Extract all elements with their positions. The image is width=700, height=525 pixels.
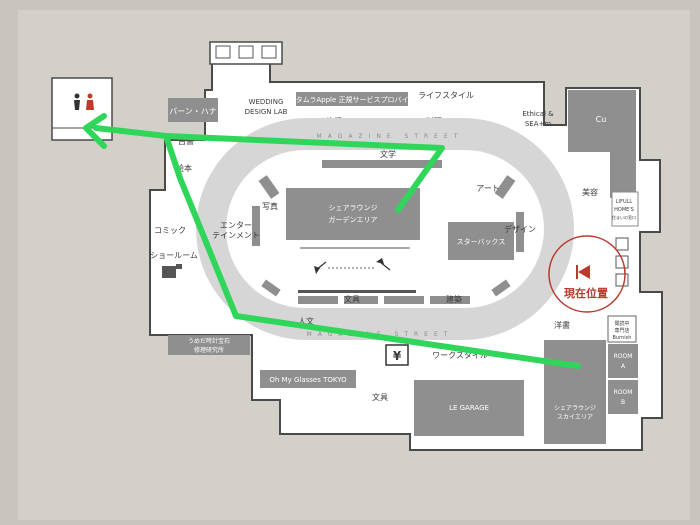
bookshelves (252, 160, 524, 304)
label-cu: Cu (596, 115, 607, 124)
label-workstyle: ワークスタイル (432, 351, 488, 360)
label-bahn-hana: バーン・ハナ (169, 107, 217, 116)
route-path-main (93, 125, 581, 369)
shop-cu (568, 90, 636, 198)
elevator-icons-right (615, 237, 629, 287)
label-lifull-2: HOME'S (614, 207, 634, 213)
lounge-sky (544, 340, 606, 444)
label-burnish: Burnish (613, 335, 632, 341)
label-showroom: ショールーム (150, 251, 198, 260)
label-entertainment-1: エンター (220, 221, 252, 230)
here-arrow-icon (578, 265, 590, 279)
room-a (608, 344, 638, 378)
atm-yen-icon: ¥ (393, 349, 402, 363)
label-literature2: 人文 (298, 316, 314, 326)
chair-icon (162, 264, 182, 278)
current-position-marker: 現在位置 (548, 235, 626, 313)
label-reading-2: 専門店 (614, 327, 629, 334)
elevator-icons (215, 45, 277, 59)
label-wedding: DESIGN LAB (245, 108, 288, 116)
route-path-branch (163, 133, 445, 213)
label-ethical-1: Ethical & (522, 110, 554, 118)
street-label-top: MAGAZINE STREET (317, 133, 464, 140)
label-novel: 文学 (380, 149, 396, 159)
label-le-garage: LE GARAGE (449, 404, 489, 412)
room-b (608, 380, 638, 414)
route-arrow-icon (83, 113, 107, 149)
elevator-icon (215, 45, 231, 59)
shop-reading (607, 315, 637, 343)
label-room-b-1: ROOM (614, 389, 633, 396)
label-architecture: 建築 (446, 294, 462, 304)
route-overlay (83, 113, 581, 369)
elevator-hall (209, 41, 283, 65)
here-circle (548, 235, 626, 313)
shop-bahn-hana (168, 98, 218, 122)
elevator-icon (261, 45, 277, 59)
label-repair-1: うめだ時計宝石 (188, 337, 230, 345)
label-room-a-1: ROOM (614, 353, 633, 360)
label-reading-1: 閲読中 (614, 320, 629, 327)
label-old-books: 古書 (178, 136, 194, 146)
shop-lifull (611, 191, 639, 227)
shop-starbucks (448, 222, 514, 260)
label-lifestyle: ライフスタイル (418, 91, 474, 100)
label-repair-2: 修理研究所 (194, 346, 224, 354)
shop-glasses (260, 370, 356, 388)
label-wedding-1: WEDDING (249, 98, 284, 106)
here-label: 現在位置 (564, 286, 608, 300)
label-lounge-garden-1: シェアラウンジ (329, 204, 378, 212)
label-picture-book: 絵本 (176, 163, 192, 173)
atm-box (385, 344, 409, 366)
restroom-icon (74, 93, 94, 110)
escalator-icon (314, 258, 391, 274)
label-comic: コミック (154, 226, 186, 235)
label-lounge-garden-2: ガーデンエリア (329, 215, 378, 224)
shop-kitamura (296, 92, 408, 106)
label-beauty: 美容 (582, 187, 598, 197)
label-design: デザイン (504, 224, 536, 234)
label-lounge-sky-2: スカイエリア (557, 414, 593, 421)
label-room-b-2: B (621, 399, 625, 406)
label-foreign: 洋書 (554, 320, 570, 330)
label-lifull-3: 住まいの窓口 (612, 214, 636, 220)
label-photo: 写真 (262, 201, 278, 211)
label-lounge-sky-1: シェアラウンジ (554, 404, 596, 412)
label-art: アート (476, 184, 500, 193)
label-glasses: Oh My Glasses TOKYO (269, 376, 347, 384)
label-lifull-1: LIFULL (616, 199, 633, 205)
label-ethical: SEA+m (525, 120, 552, 128)
label-entertainment-2: テインメント (212, 231, 260, 240)
shop-le-garage (414, 380, 524, 436)
shop-repair (168, 335, 250, 355)
label-stationery: 文具 (372, 392, 388, 402)
elevator-icon (238, 45, 254, 59)
label-kitamura: キタムラApple 正規サービスプロバイダ (289, 95, 416, 104)
lounge-garden (286, 188, 420, 240)
label-humanities: 文具 (344, 294, 360, 304)
label-starbucks: スターバックス (457, 237, 506, 246)
label-room-a-2: A (621, 363, 626, 370)
